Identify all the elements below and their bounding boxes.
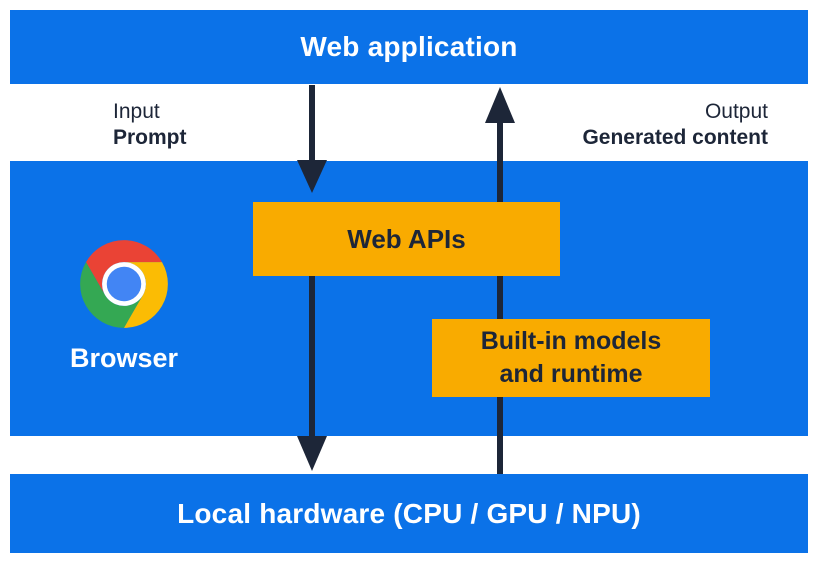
input-label-group: Input Prompt (113, 99, 187, 151)
built-in-models-label-line2: and runtime (499, 360, 643, 388)
local-hardware-layer: Local hardware (CPU / GPU / NPU) (10, 474, 808, 553)
built-in-models-label-line1: Built-in models (480, 327, 662, 355)
web-apis-label: Web APIs (347, 223, 466, 254)
output-label-group: Output Generated content (582, 99, 768, 151)
local-hardware-label: Local hardware (CPU / GPU / NPU) (177, 497, 641, 529)
output-flow-arrow-shaft (497, 122, 503, 474)
input-flow-arrow-lower-shaft (309, 276, 315, 437)
web-apis-box: Web APIs (253, 202, 560, 276)
input-flow-arrow-upper-shaft (309, 85, 315, 162)
input-flow-arrowhead-to-web-apis (297, 160, 327, 193)
web-application-layer: Web application (10, 10, 808, 84)
output-title: Output (704, 100, 768, 123)
browser-label: Browser (69, 343, 179, 373)
output-flow-arrowhead-to-web-application (485, 87, 515, 123)
output-value: Generated content (582, 126, 768, 149)
chrome-browser-icon (80, 240, 168, 328)
web-application-label: Web application (300, 31, 518, 62)
input-flow-arrowhead-to-hardware (297, 436, 327, 471)
input-value: Prompt (113, 126, 187, 149)
input-title: Input (113, 100, 160, 123)
built-in-models-box: Built-in models and runtime (432, 319, 710, 397)
